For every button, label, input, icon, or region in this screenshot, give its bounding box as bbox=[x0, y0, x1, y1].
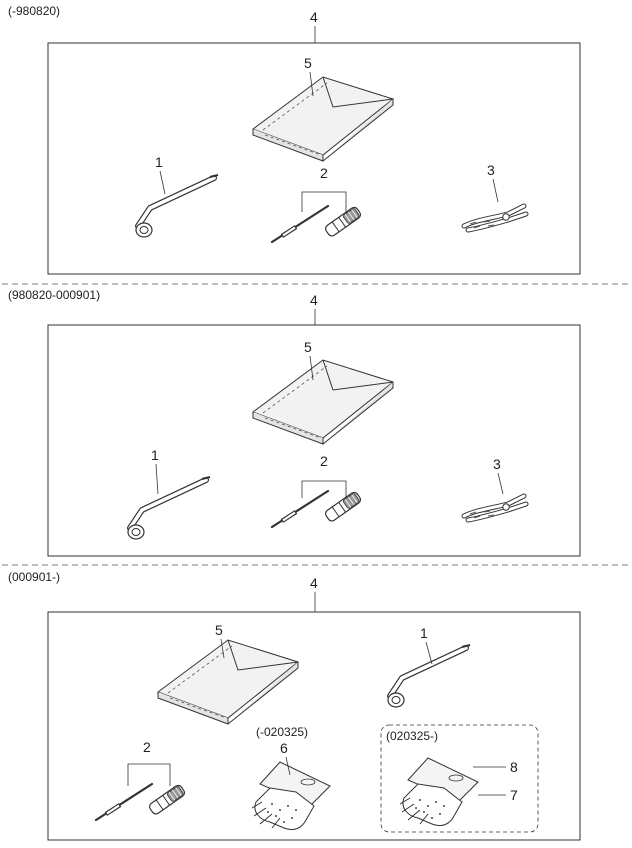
callout-1: 1 bbox=[155, 154, 163, 170]
callout-8: 8 bbox=[510, 759, 518, 775]
callout-5: 5 bbox=[304, 339, 312, 355]
callout-3: 3 bbox=[487, 162, 495, 178]
callout-2: 2 bbox=[143, 739, 151, 755]
tool-pouch bbox=[157, 639, 299, 725]
section-1-range: (-980820) bbox=[8, 4, 61, 18]
section-2: 4 5 1 2 3 bbox=[47, 292, 581, 557]
screwdriver-set bbox=[272, 491, 362, 527]
callout-2: 2 bbox=[320, 165, 328, 181]
kit-frame bbox=[47, 42, 581, 275]
callout-2: 2 bbox=[320, 453, 328, 469]
section-3-range: (000901-) bbox=[8, 570, 61, 584]
glove-new-frame bbox=[380, 724, 539, 833]
callout-4: 4 bbox=[310, 9, 318, 25]
callout-3: 3 bbox=[493, 456, 501, 472]
callout-4: 4 bbox=[310, 292, 318, 308]
section-2-range: (980820-000901) bbox=[8, 288, 101, 302]
callout-6: 6 bbox=[280, 740, 288, 756]
work-glove-set bbox=[399, 757, 479, 827]
callout-1: 1 bbox=[420, 625, 428, 641]
tool-pouch bbox=[252, 359, 394, 445]
callout-1: 1 bbox=[151, 447, 159, 463]
glove-old-range: (-020325) bbox=[256, 725, 308, 739]
callout-5: 5 bbox=[304, 55, 312, 71]
work-glove bbox=[251, 761, 331, 831]
kit-frame bbox=[47, 324, 581, 557]
lug-wrench bbox=[136, 175, 218, 237]
pliers bbox=[464, 496, 526, 520]
callout-5: 5 bbox=[215, 622, 223, 638]
section-1: 4 5 1 2 3 bbox=[47, 9, 581, 275]
tool-pouch bbox=[252, 76, 394, 162]
pliers bbox=[464, 206, 526, 230]
screwdriver-set bbox=[96, 784, 186, 820]
glove-new-range: (020325-) bbox=[386, 729, 438, 743]
callout-4: 4 bbox=[310, 575, 318, 591]
lug-wrench bbox=[128, 477, 210, 539]
section-3: 4 5 1 2 (-020325) 6 (020325-) 8 7 bbox=[47, 575, 581, 841]
kit-frame bbox=[47, 611, 581, 841]
screwdriver-set bbox=[272, 206, 362, 242]
callout-7: 7 bbox=[510, 787, 518, 803]
